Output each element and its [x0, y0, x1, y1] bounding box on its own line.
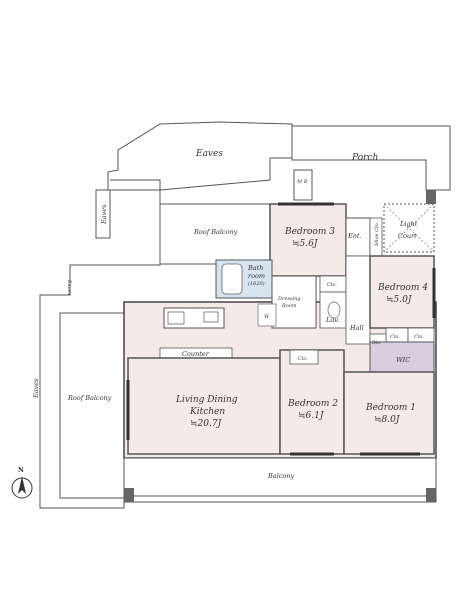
label-light: Light	[399, 220, 418, 228]
label-ldk-1: Living Dining	[175, 395, 238, 405]
label-clo-lav: Clo.	[327, 282, 337, 288]
label-wic: WIC	[396, 356, 410, 364]
label-roof-balcony-top: Roof Balcony	[193, 228, 238, 236]
roof-balcony-top	[159, 203, 271, 265]
label-eaves-tiny: Eaves	[66, 279, 72, 295]
toilet-icon	[327, 301, 341, 319]
label-bedroom2: Bedroom 2	[287, 399, 338, 409]
label-mb: M B	[296, 179, 308, 185]
label-hall: Hall	[349, 324, 364, 332]
label-w: W	[264, 314, 270, 320]
light-court	[383, 203, 435, 253]
balcony	[123, 457, 437, 499]
bathtub	[221, 263, 243, 295]
column-2	[124, 488, 134, 502]
label-dressing-2: Room	[281, 303, 297, 309]
label-bath-2: room	[248, 272, 265, 280]
north-arrow-icon: N	[11, 466, 33, 499]
bedroom2	[279, 349, 345, 455]
label-eaves-left-small: Eaves	[100, 204, 108, 225]
label-clo-bed2: Clo.	[298, 356, 308, 362]
label-bedroom4-size: ≒5.0J	[386, 295, 413, 305]
closet-bedroom2	[289, 349, 319, 365]
label-roof-balcony-left: Roof Balcony	[67, 394, 112, 402]
label-bedroom4: Bedroom 4	[377, 283, 428, 293]
light-court-x1	[383, 203, 435, 253]
label-dressing-1: Dressing	[277, 296, 301, 302]
sink-icon	[203, 311, 219, 323]
column-3	[426, 190, 436, 204]
label-eaves-top: Eaves	[195, 149, 223, 159]
label-bedroom2-size: ≒6.1J	[298, 411, 325, 421]
label-ent: Ent.	[347, 232, 362, 240]
wic	[369, 341, 435, 373]
bedroom1	[343, 371, 435, 455]
label-sto: Sto	[372, 340, 380, 346]
label-ldk-size: ≒20.7J	[190, 419, 223, 429]
balcony-railing	[123, 495, 437, 503]
label-court: Court	[398, 232, 417, 240]
label-clo-b: Clo.	[414, 334, 424, 340]
label-clo-a: Clo.	[390, 334, 400, 340]
eaves-top-outline	[107, 121, 293, 191]
washer-space	[257, 303, 277, 327]
label-bath-3: (1620)	[248, 280, 265, 287]
eaves-left-outline	[95, 189, 111, 239]
label-eaves-left: Eaves	[32, 378, 40, 399]
label-porch: Porch	[351, 153, 378, 163]
column-1	[426, 488, 436, 502]
label-bedroom3-size: ≒5.6J	[292, 239, 319, 249]
hall	[345, 255, 371, 345]
svg-text:N: N	[18, 466, 24, 474]
label-bath-1: Bath	[247, 264, 263, 272]
light-court-x2	[383, 203, 435, 253]
stove-icon	[167, 311, 185, 325]
label-bedroom1-size: ≒8.0J	[374, 415, 401, 425]
label-lav: Lav.	[325, 316, 339, 324]
label-balcony: Balcony	[267, 472, 294, 480]
dressing-room	[271, 275, 317, 329]
roof-balcony-left	[59, 312, 125, 499]
label-bedroom1: Bedroom 1	[365, 403, 416, 413]
label-bedroom3: Bedroom 3	[284, 227, 335, 237]
label-counter: Counter	[182, 350, 210, 358]
ldk	[127, 357, 281, 455]
mb-box	[293, 169, 313, 201]
label-shoe-clo: Shoe Clo.	[374, 221, 380, 246]
label-ldk-2: Kitchen	[189, 407, 225, 417]
